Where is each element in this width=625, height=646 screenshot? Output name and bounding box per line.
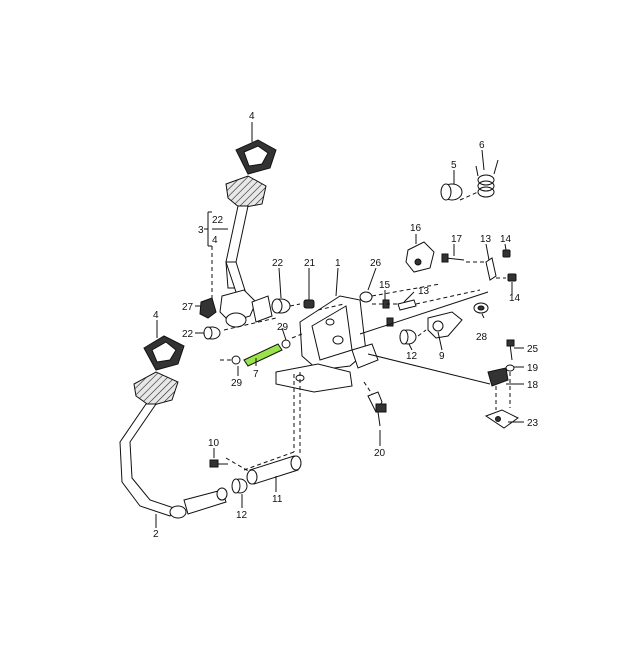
part-22-bushing-top: [271, 298, 291, 314]
callout-13-mid: 13: [418, 286, 430, 297]
callout-3: 3: [198, 225, 204, 236]
leader-lines: [155, 122, 524, 528]
callout-29-b: 29: [277, 322, 289, 333]
callout-4-top: 4: [249, 111, 255, 122]
callout-11: 11: [272, 494, 283, 505]
part-27-clip: [199, 297, 217, 319]
part-10-bolt: [209, 459, 228, 468]
callout-28: 28: [476, 332, 488, 343]
part-26-sleeve: [359, 291, 373, 303]
callout-18: 18: [527, 380, 539, 391]
lower-pedal: [119, 335, 228, 519]
part-18-clip: [487, 367, 509, 387]
part-1-pedal-bracket: [275, 295, 379, 393]
dashed-centerlines: [211, 191, 511, 473]
part-11-tube: [246, 455, 302, 485]
upper-pedal: [219, 139, 277, 328]
part-12-bushing-right: [399, 329, 417, 345]
part-20-stop-switch: [367, 391, 387, 427]
part-13-rod-top: [485, 257, 497, 281]
callout-4-left: 4: [153, 310, 159, 321]
callout-17: 17: [451, 234, 463, 245]
part-17-bolt: [441, 253, 465, 263]
callout-6: 6: [479, 140, 485, 151]
callout-25: 25: [527, 344, 539, 355]
part-21-nut: [303, 299, 315, 309]
callout-10: 10: [208, 438, 220, 449]
part-22-bushing: [203, 326, 221, 340]
part-19-washer: [505, 364, 515, 372]
callout-5: 5: [451, 160, 457, 171]
part-25-screw: [506, 339, 515, 361]
callout-3-sub-22: 22: [212, 215, 224, 226]
callout-27: 27: [182, 302, 194, 313]
callout-14-top: 14: [500, 234, 512, 245]
part-12-bushing-lower: [231, 478, 248, 494]
callout-21: 21: [304, 258, 316, 269]
callout-29-a: 29: [231, 378, 243, 389]
part-14-bolts: [502, 249, 517, 282]
part-5-bushing: [440, 183, 463, 201]
callout-23: 23: [527, 418, 539, 429]
part-16-switch: [405, 241, 435, 273]
callout-13-top: 13: [480, 234, 492, 245]
callout-labels: 4 3 22 4 22 21 1 26 15 13 16 17 13 14 14…: [153, 111, 539, 540]
part-28-nut: [473, 302, 489, 314]
callout-12-bottom: 12: [236, 510, 248, 521]
callout-20: 20: [374, 448, 386, 459]
callout-14-right: 14: [509, 293, 521, 304]
callout-2: 2: [153, 529, 159, 540]
callout-1: 1: [335, 258, 341, 269]
callout-22-left: 22: [182, 329, 194, 340]
part-23-plate: [484, 409, 519, 429]
callout-12-right: 12: [406, 351, 418, 362]
part-29-clip-a: [231, 355, 241, 365]
callout-15: 15: [379, 280, 391, 291]
callout-26: 26: [370, 258, 382, 269]
callout-7: 7: [253, 369, 259, 380]
part-9-lever: [427, 311, 463, 339]
callout-3-sub-4: 4: [212, 235, 218, 246]
callout-22-top: 22: [272, 258, 284, 269]
callout-9: 9: [439, 351, 445, 362]
callout-16: 16: [410, 223, 422, 234]
part-6-spring: [475, 159, 499, 198]
part-29-clip-b: [281, 339, 291, 349]
callout-19: 19: [527, 363, 539, 374]
part-13-link-rod: [397, 299, 417, 311]
part-7-pivot-pin: [243, 343, 283, 367]
